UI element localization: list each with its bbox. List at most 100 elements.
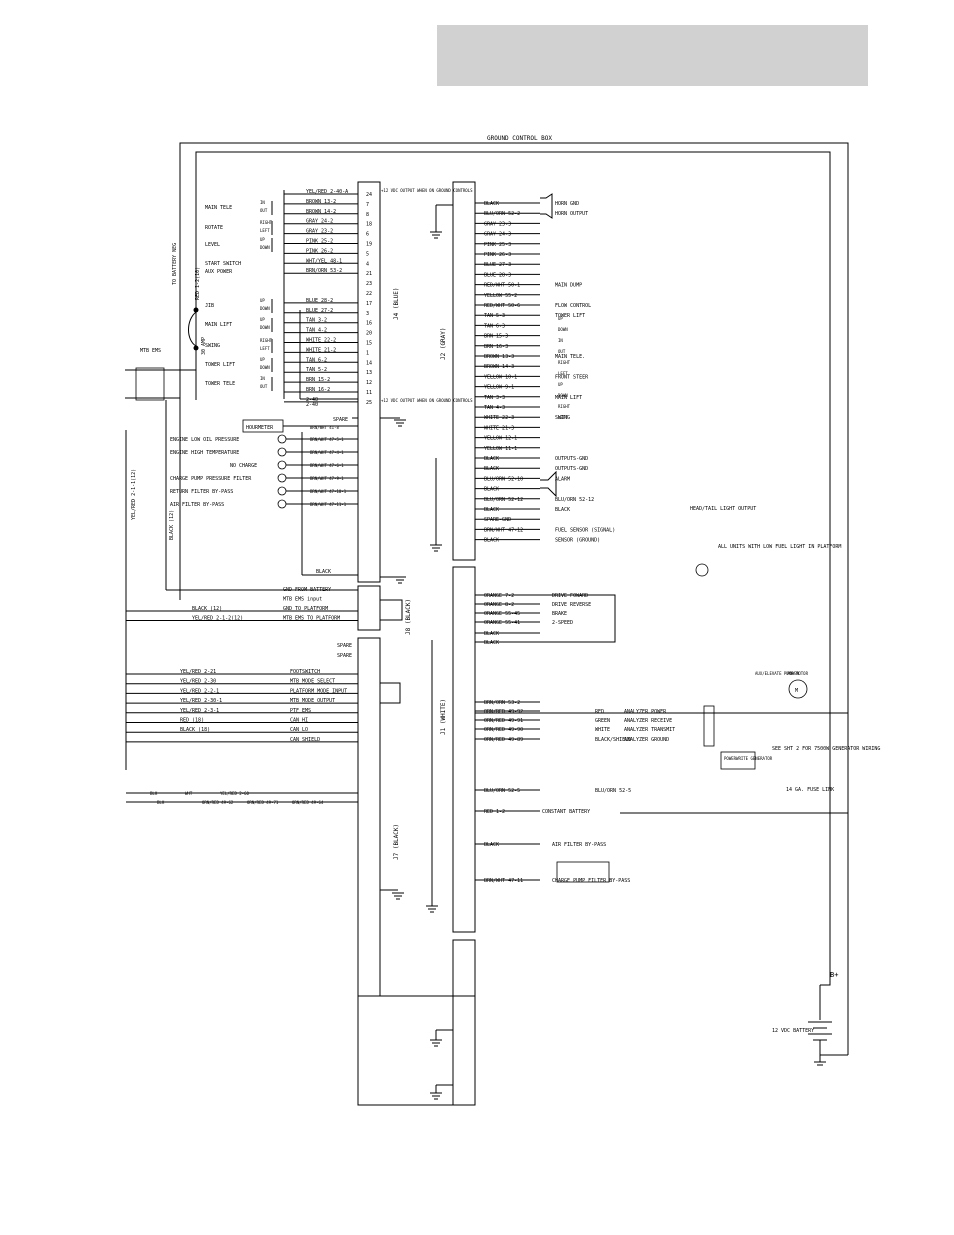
j2-wire-label: RED/WHT 50-6 bbox=[484, 303, 520, 309]
j7-connector bbox=[357, 637, 381, 997]
alarm-icon bbox=[540, 470, 557, 498]
switch-dir-label: IN bbox=[260, 376, 265, 381]
mtb-ems-label: MTB EMS bbox=[140, 348, 161, 354]
j2-wire-label: BLU/ORN 52-10 bbox=[484, 476, 523, 482]
j2-wire-label: PINK 25-3 bbox=[484, 242, 511, 248]
j7-wire-label: YEL/RED 2-21 bbox=[180, 669, 216, 675]
j2-wire-label: YELLOW 10-1 bbox=[484, 374, 517, 380]
j4-pin-number: 3 bbox=[366, 311, 369, 317]
j4-pin-number: 7 bbox=[366, 202, 369, 208]
j4-wire-label: GRAY 23-2 bbox=[306, 229, 333, 235]
j7-row-label: PTF EMS bbox=[290, 708, 311, 714]
j2-device-label: BLACK bbox=[555, 507, 570, 513]
j2-dir-label: UP bbox=[558, 382, 563, 387]
powerwrite-box bbox=[720, 751, 756, 770]
j2-device-label: MAIN TELE. bbox=[555, 354, 585, 360]
j1-wire2-label: BLU/ORN 52-5 bbox=[595, 788, 631, 794]
j7-row-label: PLATFORM MODE INPUT bbox=[290, 688, 347, 694]
j4-note-top: +12 VDC OUTPUT WHEN ON GROUND CONTROLS bbox=[381, 188, 473, 193]
aux-pump-label: AUX/ELEVATE PUMP MOTOR bbox=[755, 671, 809, 676]
j1-wire-label: BLACK bbox=[484, 640, 499, 646]
j2-device-label: FUEL SENSOR (SIGNAL) bbox=[555, 527, 615, 533]
j1-device-label: DRIVE REVERSE bbox=[552, 602, 591, 608]
switch-dir-label: LEFT bbox=[260, 346, 270, 351]
powerwrite-label: POWERWRITE GENERATOR bbox=[724, 756, 773, 761]
j4-note-bottom: +12 VDC OUTPUT WHEN ON GROUND CONTROLS bbox=[381, 398, 473, 403]
power-label: POWER bbox=[787, 671, 800, 676]
j2-device-label: MAIN DUMP bbox=[555, 283, 582, 289]
j2-wire-label: TAN 5-3 bbox=[484, 313, 505, 319]
indicator-lamp-icon bbox=[277, 473, 287, 483]
j4-pin-number: 19 bbox=[366, 242, 372, 248]
j2-wire-label: GRAY 23-3 bbox=[484, 221, 511, 227]
switch-label: MAIN LIFT bbox=[205, 322, 232, 328]
j2-dir-label: LEFT bbox=[558, 415, 568, 420]
switch-dir-label: RIGHT bbox=[260, 220, 273, 225]
indicator-label: CHARGE PUMP PRESSURE FILTER bbox=[170, 476, 252, 482]
j4-pin-number: 21 bbox=[366, 271, 372, 277]
j1-wire2-label: BLACK/SHIELD bbox=[595, 737, 631, 743]
j7-row-label: CAN LO bbox=[290, 727, 308, 733]
j4-wire-label: TAN 6-2 bbox=[306, 357, 327, 363]
switch-dir-label: DOWN bbox=[260, 365, 270, 370]
indicator-lamp-icon bbox=[277, 447, 287, 457]
switch-dir-label: DOWN bbox=[260, 245, 270, 250]
switch-label: AUX POWER bbox=[205, 269, 233, 275]
j2-device-label: OUTPUTS-GND bbox=[555, 456, 588, 462]
j7-row-label: MTB MODE OUTPUT bbox=[290, 698, 335, 704]
fuel-sensor-icon bbox=[695, 563, 709, 577]
j2-wire-label: WHITE 21-3 bbox=[484, 425, 514, 431]
j2-device-label: SENSOR (GROUND) bbox=[555, 538, 600, 544]
j1-wire-label: BLACK bbox=[484, 631, 499, 637]
j7-wire-label: YEL/RED 2-30 bbox=[180, 679, 216, 685]
switch-dir-label: UP bbox=[260, 237, 265, 242]
j1-wire-label: BRN/ORN 53-2 bbox=[484, 700, 520, 706]
j4-pin-number: 22 bbox=[366, 291, 372, 297]
left-vertical-wire-1: YEL/RED 2-1-1(12) bbox=[131, 469, 137, 520]
j2-wire-label: TAN 3-3 bbox=[484, 395, 505, 401]
j4-wire-label: TAN 4-2 bbox=[306, 328, 327, 334]
j2-dir-label: DOWN bbox=[558, 327, 568, 332]
j1-connector-label: J1 (WHITE) bbox=[440, 699, 447, 735]
indicator-lamp-icon bbox=[277, 434, 287, 444]
j2-wire-label: BLU/ORN 52-12 bbox=[484, 497, 523, 503]
switch-label: ROTATE bbox=[205, 225, 223, 231]
j2-wire-label: BLACK bbox=[484, 538, 499, 544]
j2-dir-label: LEFT bbox=[558, 371, 568, 376]
j2-wire-label: BLU/ORN 52-2 bbox=[484, 211, 520, 217]
j1-wire2-label: WHITE bbox=[595, 727, 610, 733]
j4-pin-number: 16 bbox=[366, 321, 372, 327]
j4-wire-label: TAN 3-2 bbox=[306, 318, 327, 324]
fuse-terminal bbox=[193, 307, 199, 313]
j1-wire-label: BRN/WHT 47-11 bbox=[484, 878, 523, 884]
enclosure-line-inner bbox=[195, 151, 831, 986]
j2-device-label: HORN OUTPUT bbox=[555, 211, 588, 217]
switch-label: SWING bbox=[205, 343, 220, 349]
motor-label: M bbox=[795, 688, 798, 694]
j2-wire-label: BLACK bbox=[484, 507, 499, 513]
j4-pin-number: 11 bbox=[366, 390, 372, 396]
switch-dir-label: DOWN bbox=[260, 306, 270, 311]
j2-dir-label: OUT bbox=[558, 349, 566, 354]
j1-wire-label: ORN/RED 49-92 bbox=[484, 709, 523, 715]
j2-dir-label: RIGHT bbox=[558, 404, 571, 409]
j2-device-label: MAIN LIFT bbox=[555, 395, 582, 401]
j7-wire-label: YEL/RED 2-3-1 bbox=[180, 708, 219, 714]
j3-connector bbox=[452, 939, 476, 1106]
j2-wire-label: RED/WHT 50-1 bbox=[484, 283, 520, 289]
switch-label: TOWER LIFT bbox=[205, 362, 235, 368]
j8-connector bbox=[357, 585, 381, 631]
j2-device-label: BLU/ORN 52-12 bbox=[555, 497, 594, 503]
j2-wire-label: BLACK bbox=[484, 487, 499, 493]
fuel-note: ALL UNITS WITH LOW FUEL LIGHT IN PLATFOR… bbox=[718, 544, 841, 550]
j4-pin-number: 12 bbox=[366, 380, 372, 386]
j2-dir-label: DOWN bbox=[558, 393, 568, 398]
j8-row-label: GND TO PLATFORM bbox=[283, 606, 328, 612]
battery-plus-label: B+ bbox=[830, 971, 838, 979]
switch-dir-label: OUT bbox=[260, 208, 268, 213]
motor-icon bbox=[788, 679, 808, 699]
j2-wire-label: BRN 16-3 bbox=[484, 344, 508, 350]
j2-dir-label: UP bbox=[558, 316, 563, 321]
j2-wire-label: TAN 6-3 bbox=[484, 323, 505, 329]
j1-wire-label: ORN/RED 49-90 bbox=[484, 727, 523, 733]
